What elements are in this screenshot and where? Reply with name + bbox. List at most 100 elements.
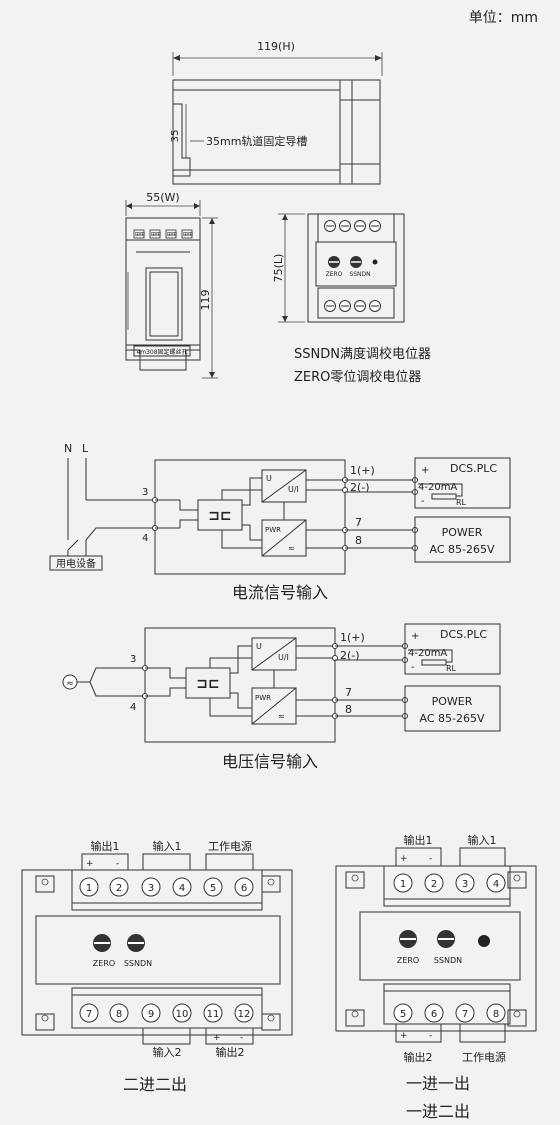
current-title: 电流信号输入: [232, 583, 328, 602]
right-top-minus: -: [429, 854, 432, 864]
right-bottom-plus: +: [400, 1031, 408, 1041]
left-group-in2: 输入2: [153, 1045, 182, 1059]
current-terminal-3: 3: [142, 487, 148, 498]
left-group-out2: 输出2: [216, 1045, 245, 1059]
right-pin[interactable]: 2: [431, 879, 437, 890]
left-group-out1: 输出1: [91, 839, 120, 853]
left-bottom-plus: +: [213, 1033, 221, 1043]
left-pin[interactable]: 6: [241, 883, 247, 894]
left-pin[interactable]: 3: [148, 883, 154, 894]
right-zero-label: ZERO: [397, 956, 419, 965]
svg-text:≈: ≈: [66, 679, 74, 689]
current-power-label: POWER: [442, 526, 483, 539]
front-width-dim: 55(W): [146, 191, 179, 204]
right-pin[interactable]: 8: [493, 1009, 499, 1020]
left-top-plus: +: [86, 859, 94, 869]
voltage-terminal-4: 4: [130, 702, 136, 713]
voltage-ui-label: U/I: [278, 653, 289, 662]
right-pin[interactable]: 1: [400, 879, 406, 890]
right-module-title-2: 一进二出: [406, 1102, 470, 1121]
voltage-ma-label: 4-20mA: [408, 648, 447, 659]
voltage-terminal-3: 3: [130, 654, 136, 665]
n-label: N: [64, 442, 72, 455]
left-ssndn-label: SSNDN: [124, 959, 152, 968]
left-pin[interactable]: 11: [207, 1009, 220, 1020]
side-ssndn-label: SSNDN: [349, 271, 370, 278]
right-group-out2: 输出2: [404, 1050, 433, 1064]
side-view-drawing: 75(L) ZERO SSNDN: [272, 213, 405, 323]
right-module-title-1: 一进一出: [406, 1074, 470, 1093]
svg-text:⊐⊏: ⊐⊏: [208, 508, 231, 524]
left-module-title: 二进二出: [123, 1075, 187, 1094]
top-view-drawing: 119(H) 35 35mm轨道固定导槽: [170, 40, 383, 185]
top-height-dim: 35: [170, 130, 181, 143]
left-pin[interactable]: 4: [179, 883, 185, 894]
left-pin[interactable]: 9: [148, 1009, 154, 1020]
right-pin[interactable]: 3: [462, 879, 468, 890]
right-bottom-pins: 5 6 7 8: [393, 1003, 506, 1023]
current-minus: -: [421, 496, 425, 507]
left-pin[interactable]: 10: [176, 1009, 189, 1020]
voltage-out1-label: 1(+): [340, 631, 365, 644]
voltage-rl-label: RL: [446, 664, 457, 673]
right-top-pins: 1 2 3 4: [393, 873, 506, 893]
svg-text:⊞⊞: ⊞⊞: [151, 231, 161, 238]
voltage-out2-label: 2(-): [340, 649, 360, 662]
svg-text:⊐⊏: ⊐⊏: [196, 676, 219, 692]
current-ma-label: 4-20mA: [418, 482, 457, 493]
current-p7-label: 7: [355, 516, 362, 529]
left-pin[interactable]: 5: [210, 883, 216, 894]
current-plus: +: [421, 465, 429, 476]
left-pin[interactable]: 12: [238, 1009, 251, 1020]
voltage-plus: +: [411, 631, 419, 642]
screw-note: 4m308固定螺丝孔: [136, 348, 187, 356]
l-label: L: [82, 442, 89, 455]
right-bottom-minus: -: [429, 1031, 432, 1041]
voltage-pwr-label: PWR: [255, 694, 271, 702]
current-rl-label: RL: [456, 498, 467, 507]
unit-label: 单位：mm: [469, 10, 538, 26]
left-pin[interactable]: 8: [116, 1009, 122, 1020]
voltage-p8-label: 8: [345, 703, 352, 716]
left-group-power: 工作电源: [208, 839, 252, 853]
svg-text:⊞⊞: ⊞⊞: [183, 231, 193, 238]
right-group-power: 工作电源: [462, 1050, 506, 1064]
left-pin[interactable]: 2: [116, 883, 122, 894]
voltage-title: 电压信号输入: [222, 752, 318, 771]
left-bottom-minus: -: [240, 1033, 243, 1043]
current-dcs-label: DCS.PLC: [450, 462, 497, 475]
right-top-plus: +: [400, 854, 408, 864]
voltage-power-label: POWER: [432, 695, 473, 708]
current-out2-label: 2(-): [350, 481, 370, 494]
right-pin[interactable]: 6: [431, 1009, 437, 1020]
front-height-dim: 119: [199, 290, 212, 311]
voltage-p7-label: 7: [345, 686, 352, 699]
left-bottom-pins: 7 8 9 10 11 12: [79, 1003, 254, 1023]
current-ac-label: AC 85-265V: [430, 543, 495, 556]
current-terminal-4: 4: [142, 533, 148, 544]
voltage-wiring-diagram: ≈ 3 4 ⊐⊏ U U/I PWR ≈ 1(+) 2(-) 7: [62, 623, 501, 743]
left-group-in1: 输入1: [153, 839, 182, 853]
left-top-minus: -: [116, 859, 119, 869]
current-ui-label: U/I: [288, 485, 299, 494]
current-wiring-diagram: N L 用电设备 3 4 ⊐⊏ U U/I PWR ≈: [49, 442, 511, 575]
current-pwr-label: PWR: [265, 526, 281, 534]
left-zero-label: ZERO: [93, 959, 115, 968]
current-p8-label: 8: [355, 534, 362, 547]
side-zero-label: ZERO: [326, 271, 343, 278]
right-pin[interactable]: 4: [493, 879, 499, 890]
svg-text:≈: ≈: [278, 712, 285, 721]
right-pin[interactable]: 7: [462, 1009, 468, 1020]
left-top-pins: 1 2 3 4 5 6: [79, 877, 254, 897]
right-group-out1: 输出1: [404, 833, 433, 847]
svg-text:⊞⊞: ⊞⊞: [135, 231, 145, 238]
rail-note: 35mm轨道固定导槽: [206, 134, 307, 148]
left-pin[interactable]: 1: [86, 883, 92, 894]
front-view-drawing: 55(W) ⊞⊞⊞⊞⊞⊞⊞⊞ 4m308固定螺丝孔 119: [125, 191, 218, 379]
right-pin[interactable]: 5: [400, 1009, 406, 1020]
voltage-dcs-label: DCS.PLC: [440, 628, 487, 641]
device-label: 用电设备: [56, 557, 96, 570]
right-ssndn-label: SSNDN: [434, 956, 462, 965]
left-pin[interactable]: 7: [86, 1009, 92, 1020]
